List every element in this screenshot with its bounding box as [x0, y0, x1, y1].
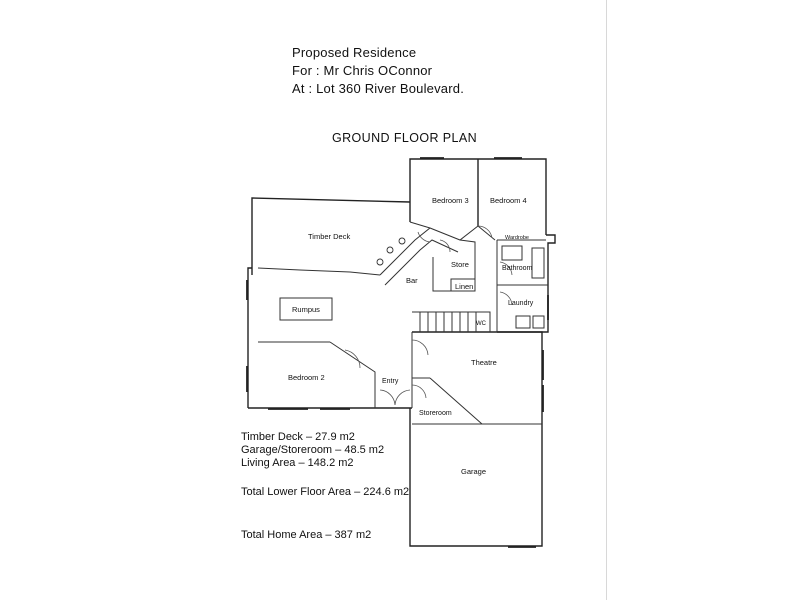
door-bathroom	[499, 261, 513, 276]
room-linen: Linen	[455, 282, 473, 291]
wall-hall-link	[409, 221, 431, 229]
wall-bedroom2-east	[329, 341, 376, 408]
room-bathroom: Bathroom	[502, 265, 533, 272]
wall-bar-inner	[384, 239, 459, 286]
room-theatre: Theatre	[471, 358, 497, 367]
wall-bar-diagonal	[379, 225, 496, 276]
door-bedroom3	[417, 231, 431, 243]
room-storeroom: Storeroom	[419, 410, 452, 417]
area-total-home: Total Home Area – 387 m2	[241, 529, 372, 541]
wall-west	[247, 267, 252, 408]
door-store	[439, 239, 451, 253]
room-wardrobe: Wardrobe	[505, 235, 529, 241]
room-entry: Entry	[382, 378, 399, 385]
scan-edge-line	[606, 0, 607, 600]
internal-walls	[257, 221, 548, 425]
bathtub	[531, 247, 545, 279]
door-laundry	[499, 291, 513, 306]
washer	[532, 315, 545, 329]
room-timber-deck: Timber Deck	[308, 232, 350, 241]
door-bedroom4	[477, 225, 493, 239]
outer-walls	[247, 158, 556, 547]
client-name: For : Mr Chris OConnor	[292, 63, 433, 78]
windows	[246, 157, 549, 548]
room-bar: Bar	[406, 276, 418, 285]
wall-garage-theatre	[409, 331, 543, 547]
room-garage: Garage	[461, 467, 486, 476]
door-bedroom2	[344, 349, 361, 369]
door-theatre	[411, 339, 429, 356]
area-living: Living Area – 148.2 m2	[241, 457, 354, 469]
linen-cupboard	[450, 278, 476, 292]
plan-title: GROUND FLOOR PLAN	[332, 131, 478, 145]
rumpus-table	[279, 297, 333, 321]
site-address: At : Lot 360 River Boulevard.	[292, 81, 465, 96]
room-store: Store	[451, 260, 469, 269]
area-total-lower: Total Lower Floor Area – 224.6 m2	[241, 486, 410, 498]
stair-treads	[419, 312, 477, 332]
area-garage-storeroom: Garage/Storeroom – 48.5 m2	[241, 444, 385, 456]
room-bedroom4: Bedroom 4	[490, 196, 527, 205]
room-laundry: Laundry	[508, 300, 534, 307]
title-block: Proposed Residence For : Mr Chris OConno…	[292, 44, 464, 98]
room-wc: WC	[476, 321, 487, 327]
area-schedule: Timber Deck – 27.9 m2 Garage/Storeroom –…	[241, 431, 409, 541]
room-bedroom3: Bedroom 3	[432, 196, 469, 205]
wall-east-wet-areas	[497, 234, 556, 333]
room-bedroom2: Bedroom 2	[288, 373, 325, 382]
room-rumpus: Rumpus	[292, 305, 320, 314]
wall-deck-edge	[257, 267, 381, 276]
doors	[344, 225, 513, 406]
stair-outline	[412, 311, 491, 332]
deck-posts	[376, 237, 406, 266]
area-timber-deck: Timber Deck – 27.9 m2	[241, 431, 355, 443]
wall-deck-outer	[251, 197, 411, 275]
door-entry-right	[394, 389, 411, 406]
door-entry-left	[379, 389, 396, 406]
laundry-tub	[515, 315, 531, 329]
door-storeroom	[411, 384, 427, 399]
vanity	[501, 245, 523, 261]
wall-theatre-south	[429, 377, 542, 425]
project-title: Proposed Residence	[292, 45, 417, 60]
